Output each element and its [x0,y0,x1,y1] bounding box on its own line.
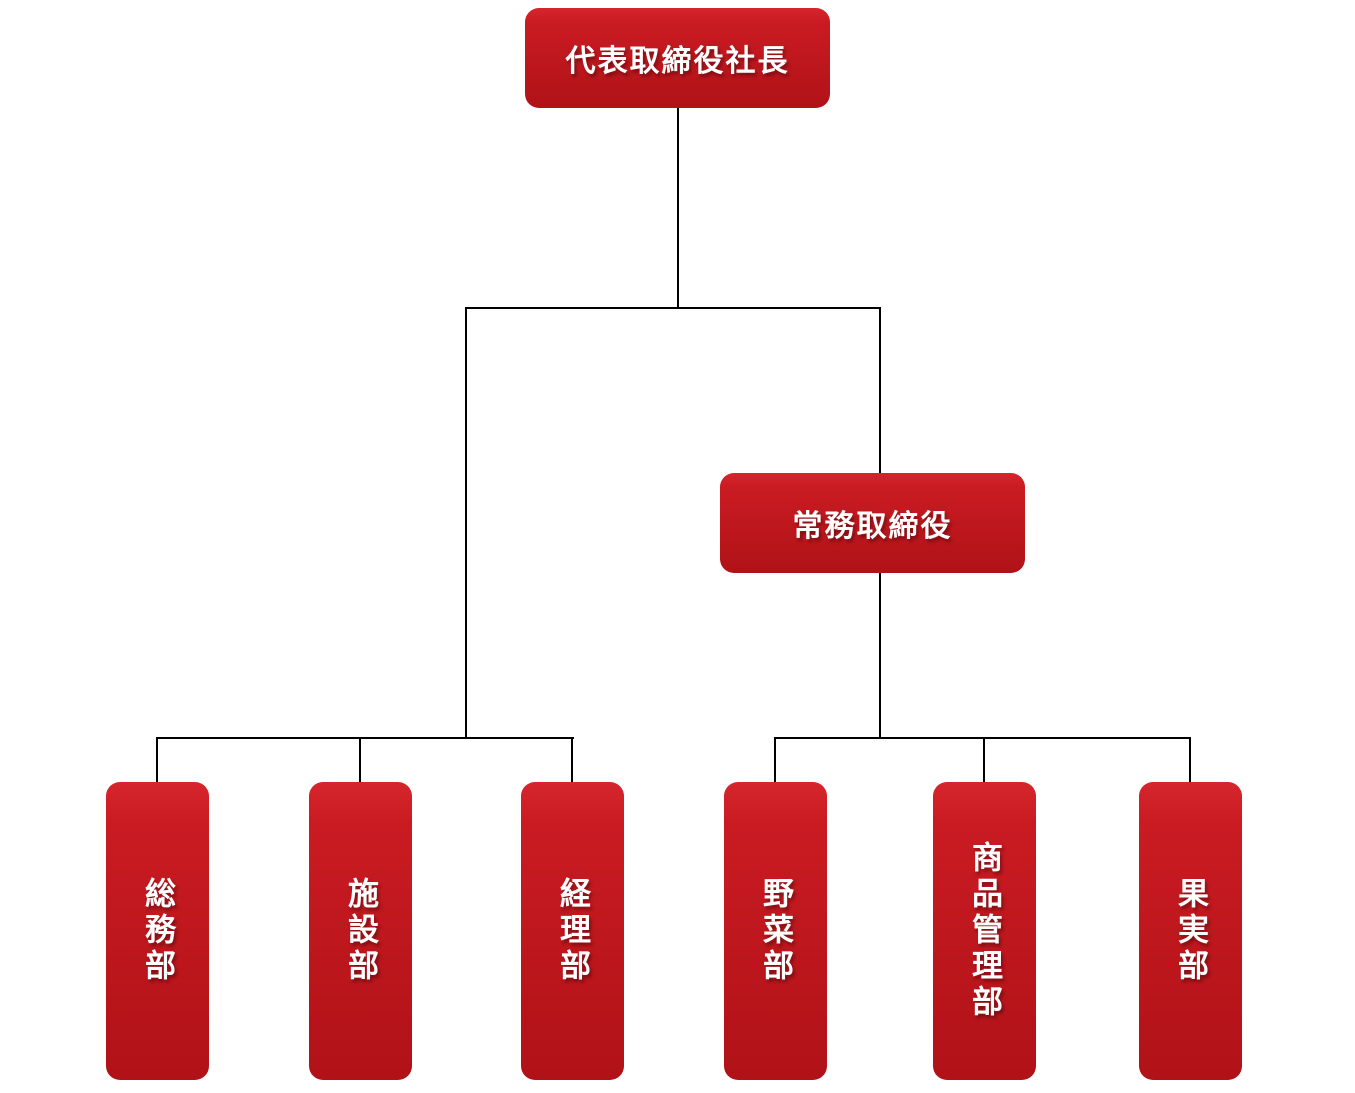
org-node-accounting-dept: 経理部 [521,782,624,1080]
org-node-president: 代表取締役社長 [525,8,830,108]
org-node-vegetable-dept: 野菜部 [724,782,827,1080]
connector-drop-yasai [774,737,776,783]
connector-drop-kajitsu [1189,737,1191,783]
org-node-facilities-dept-label: 施設部 [343,877,378,985]
org-node-managing-director-label: 常務取締役 [792,510,953,543]
connector-root-stem [677,108,679,309]
org-node-managing-director: 常務取締役 [720,473,1025,573]
org-node-vegetable-dept-label: 野菜部 [758,877,793,985]
org-node-product-management-dept: 商品管理部 [933,782,1036,1080]
connector-drop-shisetsu [359,737,361,783]
connector-left-dept-bar [156,737,574,739]
org-node-facilities-dept: 施設部 [309,782,412,1080]
connector-drop-soumu [156,737,158,783]
org-node-product-management-dept-label: 商品管理部 [967,841,1002,1021]
org-node-fruit-dept-label: 果実部 [1173,877,1208,985]
connector-left-branch [465,307,467,739]
connector-branch-bar [465,307,881,309]
connector-drop-keiri [571,737,573,783]
connector-right-branch [879,307,881,474]
connector-right-dept-bar [774,737,1191,739]
org-node-fruit-dept: 果実部 [1139,782,1242,1080]
org-node-general-affairs-dept-label: 総務部 [140,877,175,985]
org-node-general-affairs-dept: 総務部 [106,782,209,1080]
org-node-president-label: 代表取締役社長 [565,45,790,78]
connector-director-stem [879,573,881,738]
connector-drop-shouhin [983,737,985,783]
org-node-accounting-dept-label: 経理部 [555,877,590,985]
